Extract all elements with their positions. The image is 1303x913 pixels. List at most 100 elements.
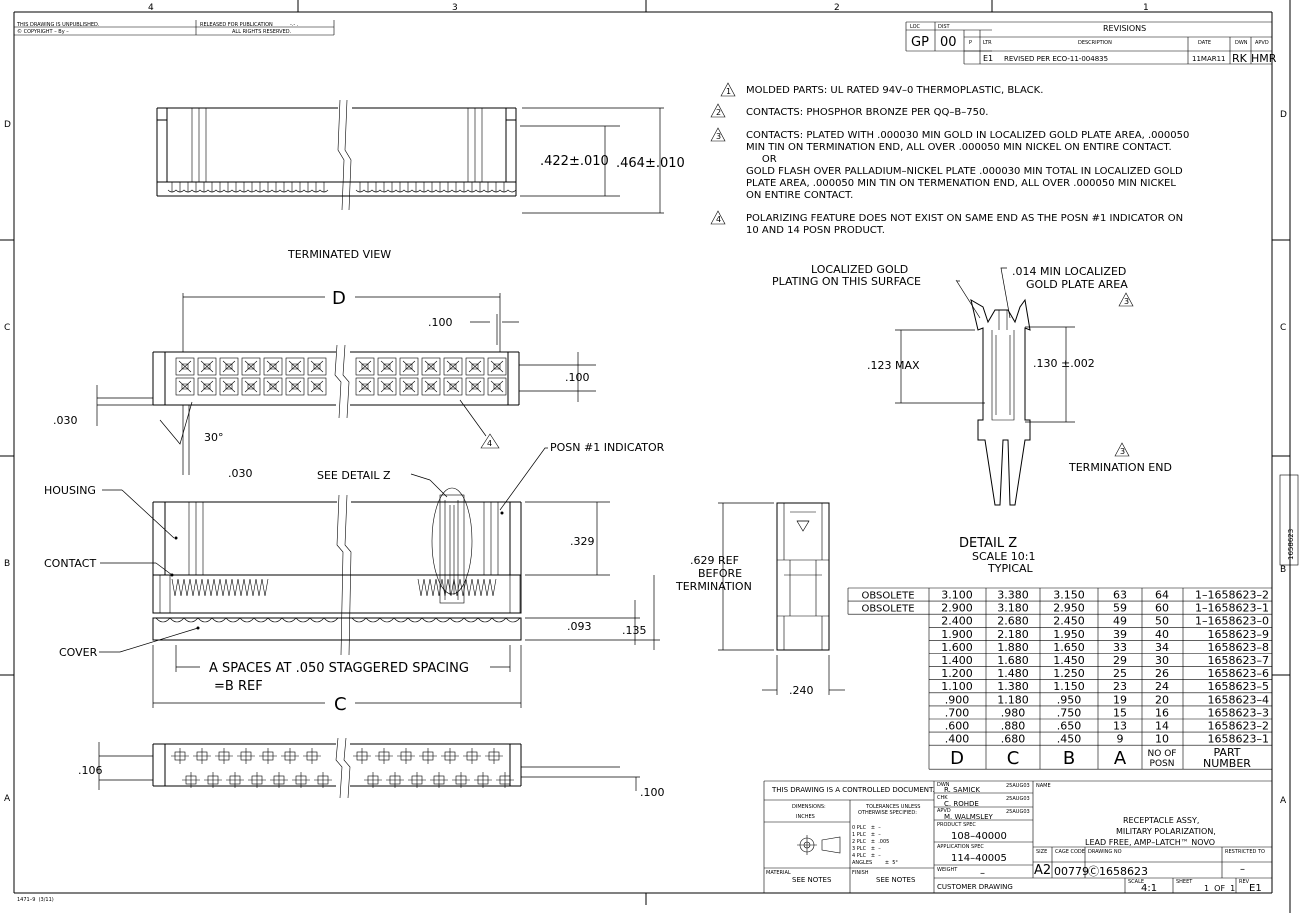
detail-typical: TYPICAL xyxy=(987,562,1034,575)
title-block: THIS DRAWING IS A CONTROLLED DOCUMENT. D… xyxy=(763,780,1273,894)
housing-label: HOUSING xyxy=(44,484,96,497)
note-4-line-1: POLARIZING FEATURE DOES NOT EXIST ON SAM… xyxy=(746,213,1183,224)
tolerance-label-2: OTHERWISE SPECIFIED: xyxy=(858,810,917,816)
contact-label: CONTACT xyxy=(44,557,96,570)
application-spec-label: APPLICATION SPEC xyxy=(937,844,984,850)
dim-130: .130 ±.002 xyxy=(1033,357,1095,370)
table-cell-a: 25 xyxy=(1113,667,1127,680)
restricted-value: – xyxy=(1240,864,1245,875)
cage-code-value: 00779 xyxy=(1054,865,1089,878)
zone-b-right: B xyxy=(1280,565,1286,575)
unpublished-text: THIS DRAWING IS UNPUBLISHED. xyxy=(16,22,100,28)
table-cell-part: 1658623–9 xyxy=(1208,628,1270,641)
table-cell-d: .900 xyxy=(945,693,970,706)
detail-scale: SCALE 10:1 xyxy=(972,550,1035,563)
rev-col-description: DESCRIPTION xyxy=(1078,40,1112,46)
dim-629-before: BEFORE xyxy=(698,567,742,580)
table-cell-c: 1.480 xyxy=(997,667,1029,680)
front-view: SEE DETAIL Z POSN #1 INDICATOR HOUSING C… xyxy=(44,441,665,715)
dim-135: .135 xyxy=(622,624,647,637)
table-cell-part: 1658623–5 xyxy=(1208,680,1270,693)
contact-cavity xyxy=(443,357,463,376)
zone-c-right: C xyxy=(1280,323,1286,333)
zone-2: 2 xyxy=(834,3,840,13)
rev-apvd: HMR xyxy=(1251,52,1277,65)
restricted-label: RESTRICTED TO xyxy=(1225,849,1265,855)
dim-106: .106 xyxy=(78,764,103,777)
gold-label-1: LOCALIZED GOLD xyxy=(811,263,908,276)
tolerance-4plc: 4 PLC ± – xyxy=(852,853,881,859)
contact-cavity xyxy=(219,377,239,396)
note-4-line-2: 10 AND 14 POSN PRODUCT. xyxy=(746,225,885,236)
note-1: 1 MOLDED PARTS: UL RATED 94V–0 THERMOPLA… xyxy=(720,82,1043,97)
table-cell-posn: 14 xyxy=(1155,720,1169,733)
revisions-block: REVISIONS P LTR DESCRIPTION DATE DWN APV… xyxy=(963,21,1277,65)
rev-date: 11MAR11 xyxy=(1192,55,1226,63)
note-3: 3 CONTACTS: PLATED WITH .000030 MIN GOLD… xyxy=(710,127,1189,201)
cage-code-label: CAGE CODE xyxy=(1055,849,1085,855)
table-cell-part: 1658623–3 xyxy=(1208,706,1270,719)
table-cell-posn: 26 xyxy=(1155,667,1169,680)
table-cell-d: 1.900 xyxy=(941,628,973,641)
table-cell-part: 1658623–2 xyxy=(1208,720,1270,733)
dim-030-left: .030 xyxy=(53,414,78,427)
table-cell-a: 29 xyxy=(1113,654,1127,667)
note-3-number: 3 xyxy=(716,132,721,141)
tolerance-0plc: 0 PLC ± – xyxy=(852,825,881,831)
rev-col-p: P xyxy=(969,40,972,46)
table-cell-part: 1658623–7 xyxy=(1208,654,1270,667)
dim-100-right: .100 xyxy=(565,371,590,384)
rev-col-date: DATE xyxy=(1198,40,1211,46)
loc-value: GP xyxy=(911,35,929,50)
table-cell-posn: 30 xyxy=(1155,654,1169,667)
note-3-line-1: CONTACTS: PLATED WITH .000030 MIN GOLD I… xyxy=(746,130,1189,141)
notes: 1 MOLDED PARTS: UL RATED 94V–0 THERMOPLA… xyxy=(710,82,1189,236)
table-cell-c: 2.180 xyxy=(997,628,1029,641)
contact-cavity xyxy=(307,357,327,376)
rev-value: E1 xyxy=(1249,883,1262,894)
see-detail-z: SEE DETAIL Z xyxy=(317,469,391,482)
dim-b-ref: =B REF xyxy=(214,679,263,694)
table-cell-part: 1–1658623–0 xyxy=(1195,615,1269,628)
contact-cavity xyxy=(377,377,397,396)
dwn-label: DWN xyxy=(937,782,950,788)
contact-cavity xyxy=(241,357,261,376)
table-cell-c: 3.380 xyxy=(997,589,1029,602)
contact-cavity xyxy=(175,377,195,396)
apvd-date: 25AUG03 xyxy=(1006,809,1030,815)
table-cell-b: 3.150 xyxy=(1053,589,1085,602)
detail-callout-3b: 3 xyxy=(1120,447,1125,456)
table-cell-a: 19 xyxy=(1113,693,1127,706)
table-status: OBSOLETE xyxy=(861,604,914,615)
table-cell-posn: 34 xyxy=(1155,641,1169,654)
detail-title: DETAIL Z xyxy=(959,536,1017,551)
dist-value: 00 xyxy=(940,35,957,50)
table-cell-a: 15 xyxy=(1113,706,1127,719)
top-view: D .100 .100 .030 30° .030 4 xyxy=(53,288,596,480)
tolerance-label-1: TOLERANCES UNLESS xyxy=(865,804,920,810)
dim-464: .464±.010 xyxy=(616,156,685,171)
apvd-name: M. WALMSLEY xyxy=(944,813,994,821)
table-header-b: B xyxy=(1063,748,1075,769)
controlled-document: THIS DRAWING IS A CONTROLLED DOCUMENT. xyxy=(771,786,935,794)
dim-d: D xyxy=(332,288,346,309)
table-cell-posn: 64 xyxy=(1155,589,1169,602)
table-cell-c: 3.180 xyxy=(997,602,1029,615)
terminated-pins xyxy=(167,182,517,193)
contact-cavity xyxy=(307,377,327,396)
note-3-line-6: ON ENTIRE CONTACT. xyxy=(746,190,853,201)
front-contacts xyxy=(155,575,521,623)
dim-100-bottom: .100 xyxy=(640,786,665,799)
table-cell-b: 2.450 xyxy=(1053,615,1085,628)
table-cell-posn: 50 xyxy=(1155,615,1169,628)
dim-629-termination: TERMINATION xyxy=(675,580,752,593)
name-line-2: MILITARY POLARIZATION, xyxy=(1116,827,1216,836)
note-4-number: 4 xyxy=(716,215,721,224)
contact-cavity xyxy=(219,357,239,376)
table-cell-posn: 20 xyxy=(1155,693,1169,706)
table-cell-d: .700 xyxy=(945,706,970,719)
table-cell-d: 1.200 xyxy=(941,667,973,680)
